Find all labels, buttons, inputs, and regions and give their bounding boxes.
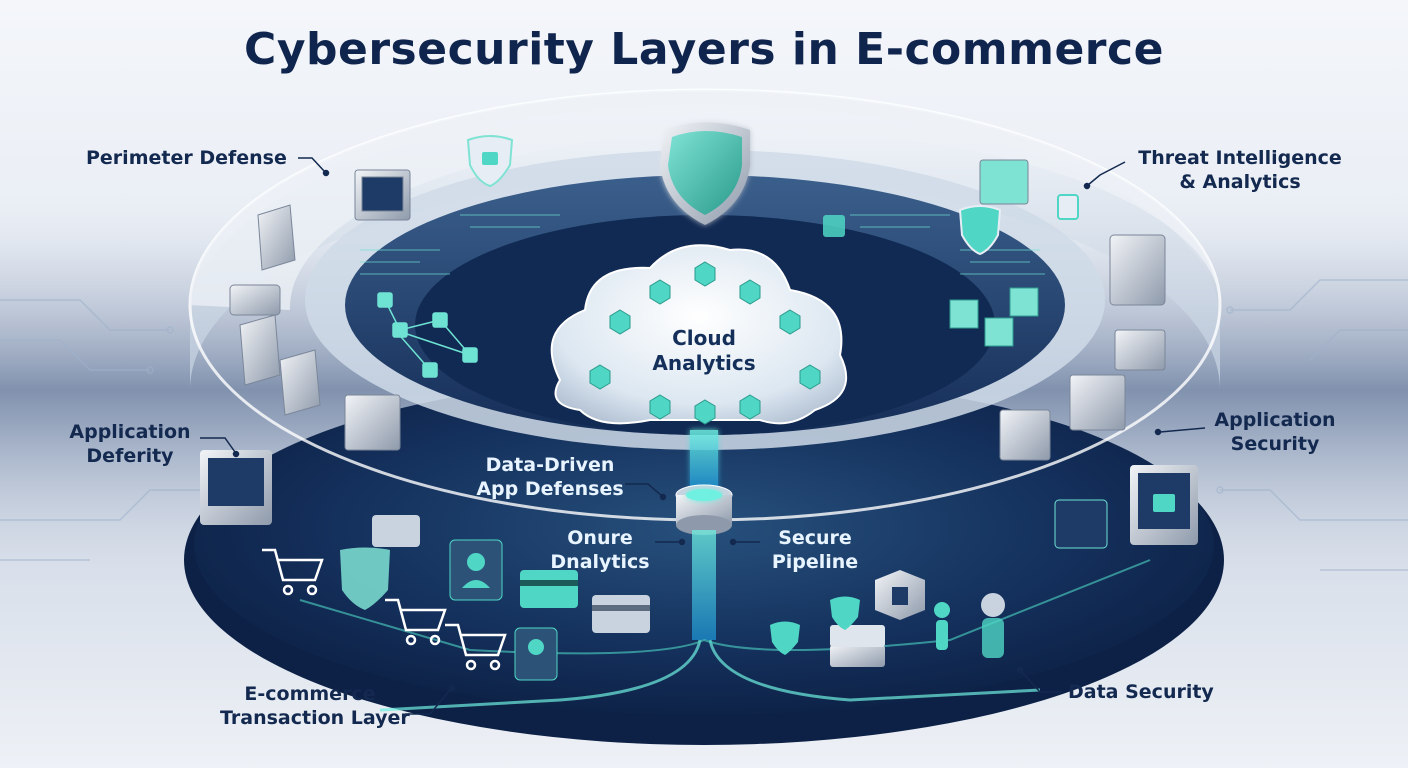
cloud-icon <box>550 244 848 425</box>
shopping-cart-icon <box>262 548 507 671</box>
lock-icon <box>466 135 1079 256</box>
perimeter-defense-label: Perimeter Defense <box>86 147 287 169</box>
shield-icon <box>660 122 750 225</box>
credit-card-icon <box>372 515 650 633</box>
data-security-label: Data Security <box>1068 681 1214 703</box>
data-driven-line1: Data-Driven <box>485 454 615 476</box>
outer-ring-wall <box>190 105 1220 390</box>
cube-icon <box>949 287 1039 347</box>
app-deferity-line2: Deferity <box>86 445 174 467</box>
data-driven-app-defenses-label: Data-Driven App Defenses <box>470 453 630 501</box>
data-security-devices <box>340 547 925 667</box>
threat-intelligence-label: Threat Intelligence & Analytics <box>1120 146 1360 194</box>
circuit-lines <box>0 279 1408 571</box>
page-title: Cybersecurity Layers in E-commerce <box>244 24 1164 75</box>
pipeline-line2: Pipeline <box>771 551 859 573</box>
threat-intel-line1: Threat Intelligence <box>1138 147 1342 169</box>
secure-pipeline-label: Secure Pipeline <box>760 526 870 574</box>
cloud-label-line2: Analytics <box>652 351 756 375</box>
app-deferity-line1: Application <box>69 421 191 443</box>
onure-line1: Onure <box>567 527 633 549</box>
ecommerce-line1: E-commerce <box>244 683 376 705</box>
data-driven-line2: App Defenses <box>476 478 624 500</box>
leader-lines <box>200 157 1206 715</box>
onure-dnalytics-label: Onure Dnalytics <box>545 526 655 574</box>
server-icon <box>229 159 1166 461</box>
cloud-label-line1: Cloud <box>672 326 736 350</box>
pipeline-line1: Secure <box>778 527 852 549</box>
threat-intel-line2: & Analytics <box>1179 171 1301 193</box>
user-icon <box>449 539 1005 681</box>
application-deferity-label: Application Deferity <box>60 420 200 468</box>
terminal-icon <box>200 450 1198 549</box>
secure-pipeline <box>299 430 1151 712</box>
ecommerce-line2: Transaction Layer <box>220 707 410 729</box>
ecommerce-transaction-layer-label: E-commerce Transaction Layer <box>220 682 410 730</box>
onure-line2: Dnalytics <box>550 551 650 573</box>
outer-ring-top <box>190 90 1220 310</box>
app-security-line1: Application <box>1214 409 1336 431</box>
application-security-label: Application Security <box>1205 408 1345 456</box>
app-security-line2: Security <box>1230 433 1320 455</box>
network-nodes-left <box>377 292 478 378</box>
cloud-analytics-label: Cloud Analytics <box>604 326 804 376</box>
